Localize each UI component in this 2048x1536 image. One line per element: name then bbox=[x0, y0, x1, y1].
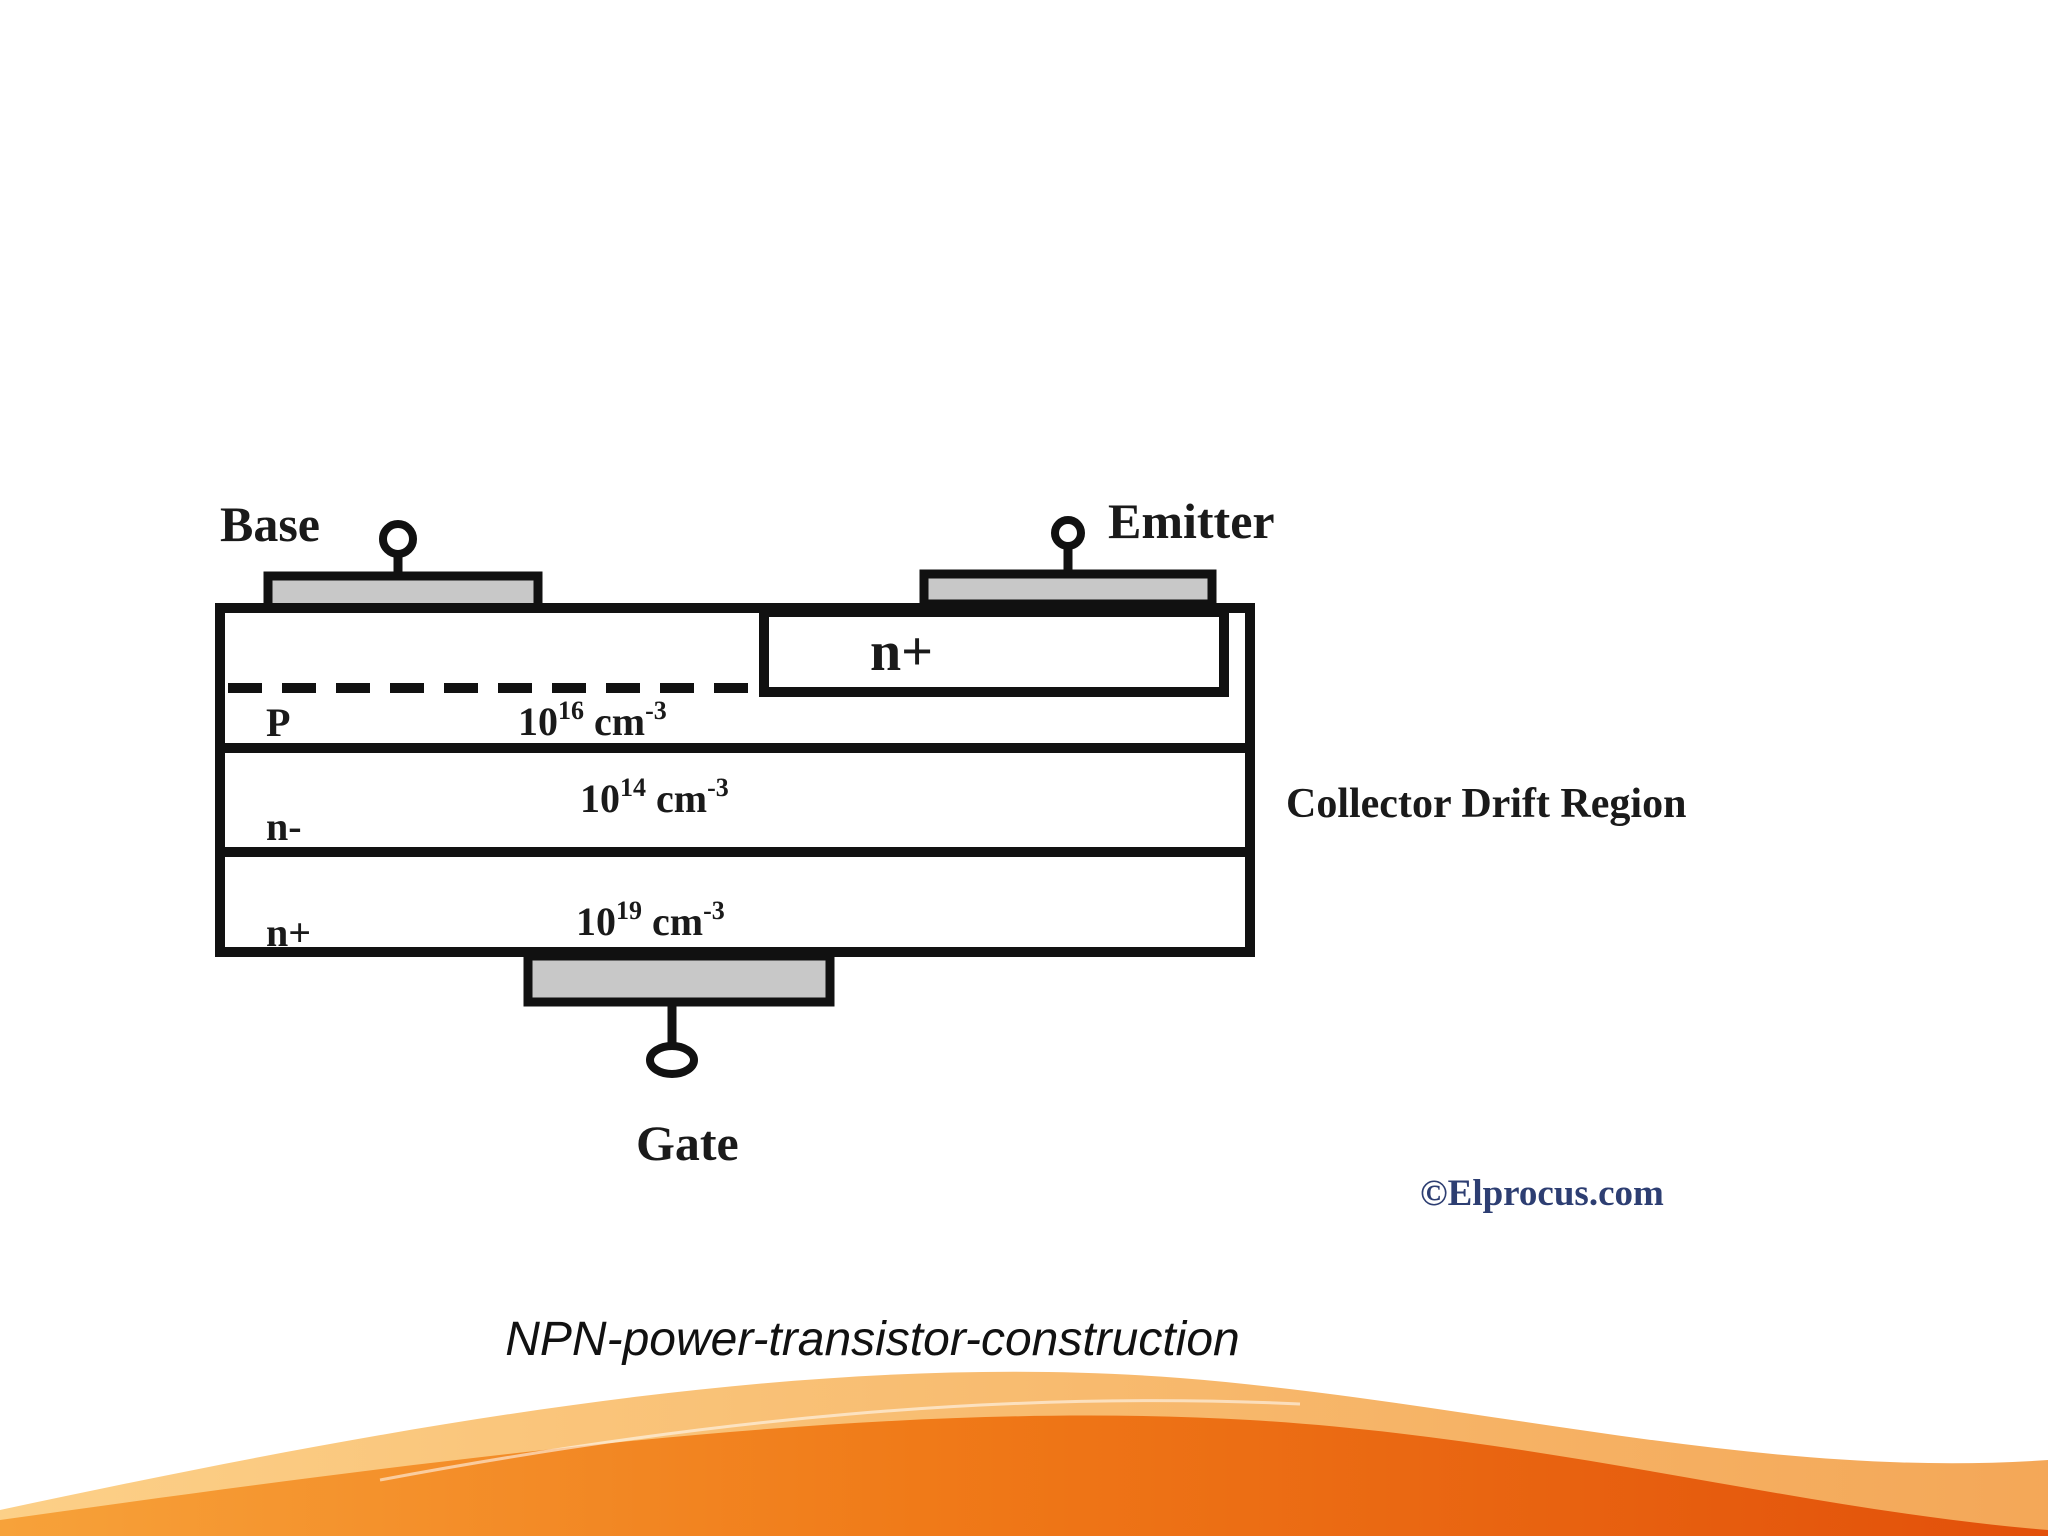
gate-label: Gate bbox=[636, 1115, 739, 1171]
wave-highlight bbox=[379, 1399, 1301, 1482]
gate-terminal-icon bbox=[646, 1042, 698, 1078]
substrate-doping-label: 1019 cm-3 bbox=[576, 896, 725, 944]
p-doping-label: 1016 cm-3 bbox=[518, 696, 667, 744]
gate-contact-pad bbox=[523, 951, 835, 1007]
orange-wave-decoration bbox=[0, 1371, 2048, 1536]
slide-caption: NPN-power-transistor-construction bbox=[505, 1313, 1240, 1366]
emitter-terminal-icon bbox=[1051, 516, 1085, 550]
base-terminal-icon bbox=[379, 520, 417, 558]
collector-drift-region-label: Collector Drift Region bbox=[1286, 781, 1686, 827]
drift-doping-label: 1014 cm-3 bbox=[580, 773, 729, 821]
p-layer-label: P bbox=[266, 700, 290, 745]
emitter-label: Emitter bbox=[1108, 493, 1275, 549]
substrate-layer-label: n+ bbox=[266, 910, 311, 955]
wave-front bbox=[0, 1415, 2048, 1536]
drift-layer-label: n- bbox=[266, 804, 302, 849]
copyright-label: ©Elprocus.com bbox=[1420, 1173, 1664, 1214]
base-label: Base bbox=[220, 496, 320, 552]
npn-transistor-diagram: Base Emitter Gate n+ P 1016 cm-3 n- 1014… bbox=[215, 493, 1686, 1214]
emitter-region-label: n+ bbox=[870, 621, 933, 683]
emitter-n-plus-region bbox=[759, 607, 1229, 697]
emitter-contact-pad bbox=[919, 569, 1217, 609]
